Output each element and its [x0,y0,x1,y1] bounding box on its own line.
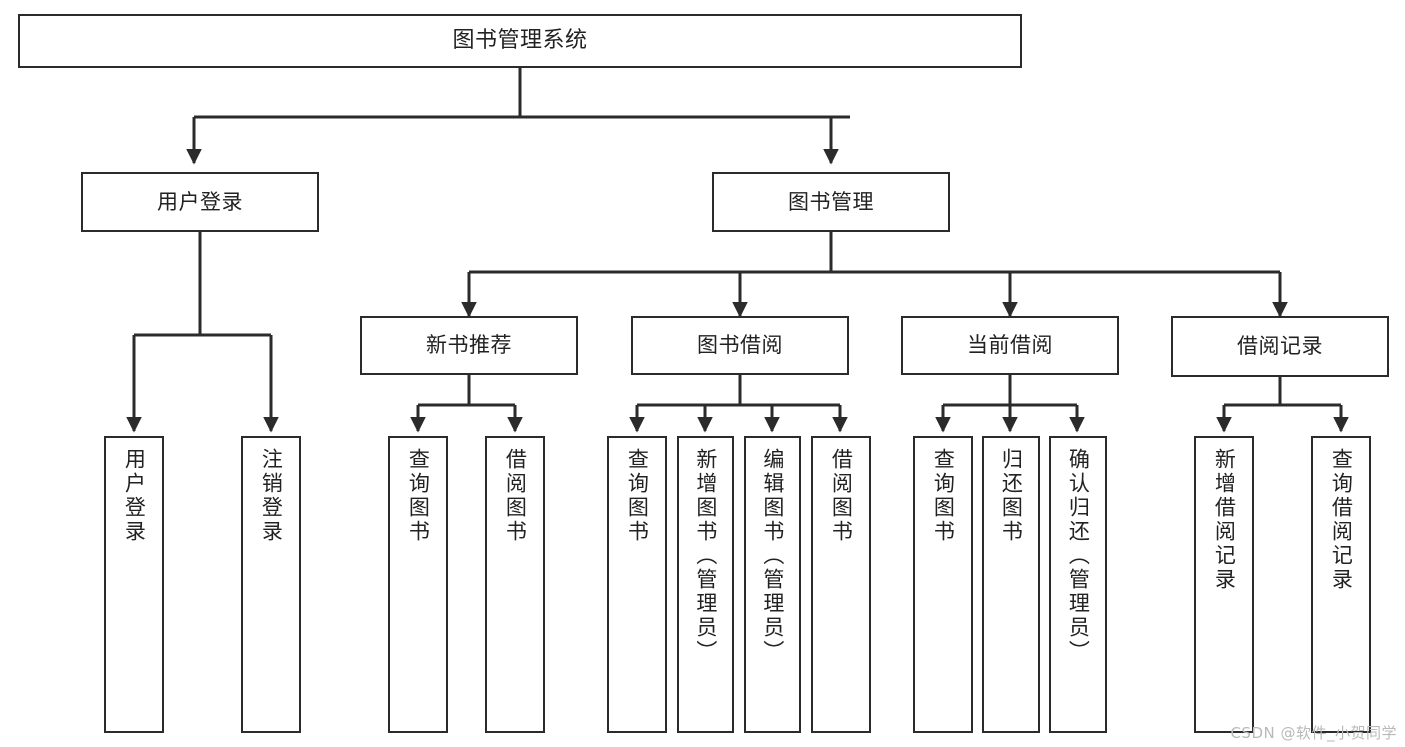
node-user-login[interactable]: 用户登录 [81,172,319,232]
node-label: 查询图书 [931,448,956,544]
node-label: 确认归还（管理员） [1066,448,1091,664]
node-label: 注销登录 [259,448,284,544]
leaf-borrow-book-recommend[interactable]: 借阅图书 [485,436,545,733]
node-root-system[interactable]: 图书管理系统 [18,14,1022,68]
leaf-query-book-recommend[interactable]: 查询图书 [388,436,448,733]
node-label: 用户登录 [122,448,147,544]
leaf-query-book-borrow[interactable]: 查询图书 [607,436,667,733]
node-label: 借阅图书 [829,448,854,544]
node-new-book-recommend[interactable]: 新书推荐 [360,316,578,375]
node-label: 归还图书 [999,448,1024,544]
node-current-borrow[interactable]: 当前借阅 [901,316,1119,375]
node-label: 查询图书 [625,448,650,544]
node-book-borrow[interactable]: 图书借阅 [631,316,849,375]
leaf-logout[interactable]: 注销登录 [241,436,301,733]
leaf-confirm-return-admin[interactable]: 确认归还（管理员） [1049,436,1107,733]
node-label: 新书推荐 [426,333,512,358]
node-label: 图书借阅 [697,333,783,358]
node-book-manage[interactable]: 图书管理 [712,172,950,232]
node-label: 用户登录 [157,189,243,214]
node-label: 编辑图书（管理员） [760,448,785,664]
node-label: 图书管理 [788,189,874,214]
watermark-text: CSDN @软件_小贺同学 [1230,724,1397,742]
node-label: 新增借阅记录 [1212,448,1237,592]
leaf-query-book-current[interactable]: 查询图书 [913,436,973,733]
leaf-edit-book-admin[interactable]: 编辑图书（管理员） [744,436,801,733]
leaf-borrow-book[interactable]: 借阅图书 [811,436,871,733]
node-label: 查询借阅记录 [1329,448,1354,592]
node-label: 借阅记录 [1237,334,1323,359]
node-label: 当前借阅 [967,333,1053,358]
node-label: 查询图书 [406,448,431,544]
node-label: 借阅图书 [503,448,528,544]
node-borrow-record[interactable]: 借阅记录 [1171,316,1389,377]
node-label: 新增图书（管理员） [693,448,718,664]
node-label: 图书管理系统 [452,28,588,54]
leaf-query-borrow-record[interactable]: 查询借阅记录 [1311,436,1371,733]
leaf-add-book-admin[interactable]: 新增图书（管理员） [677,436,734,733]
leaf-user-login[interactable]: 用户登录 [104,436,164,733]
leaf-return-book[interactable]: 归还图书 [982,436,1040,733]
leaf-add-borrow-record[interactable]: 新增借阅记录 [1194,436,1254,733]
